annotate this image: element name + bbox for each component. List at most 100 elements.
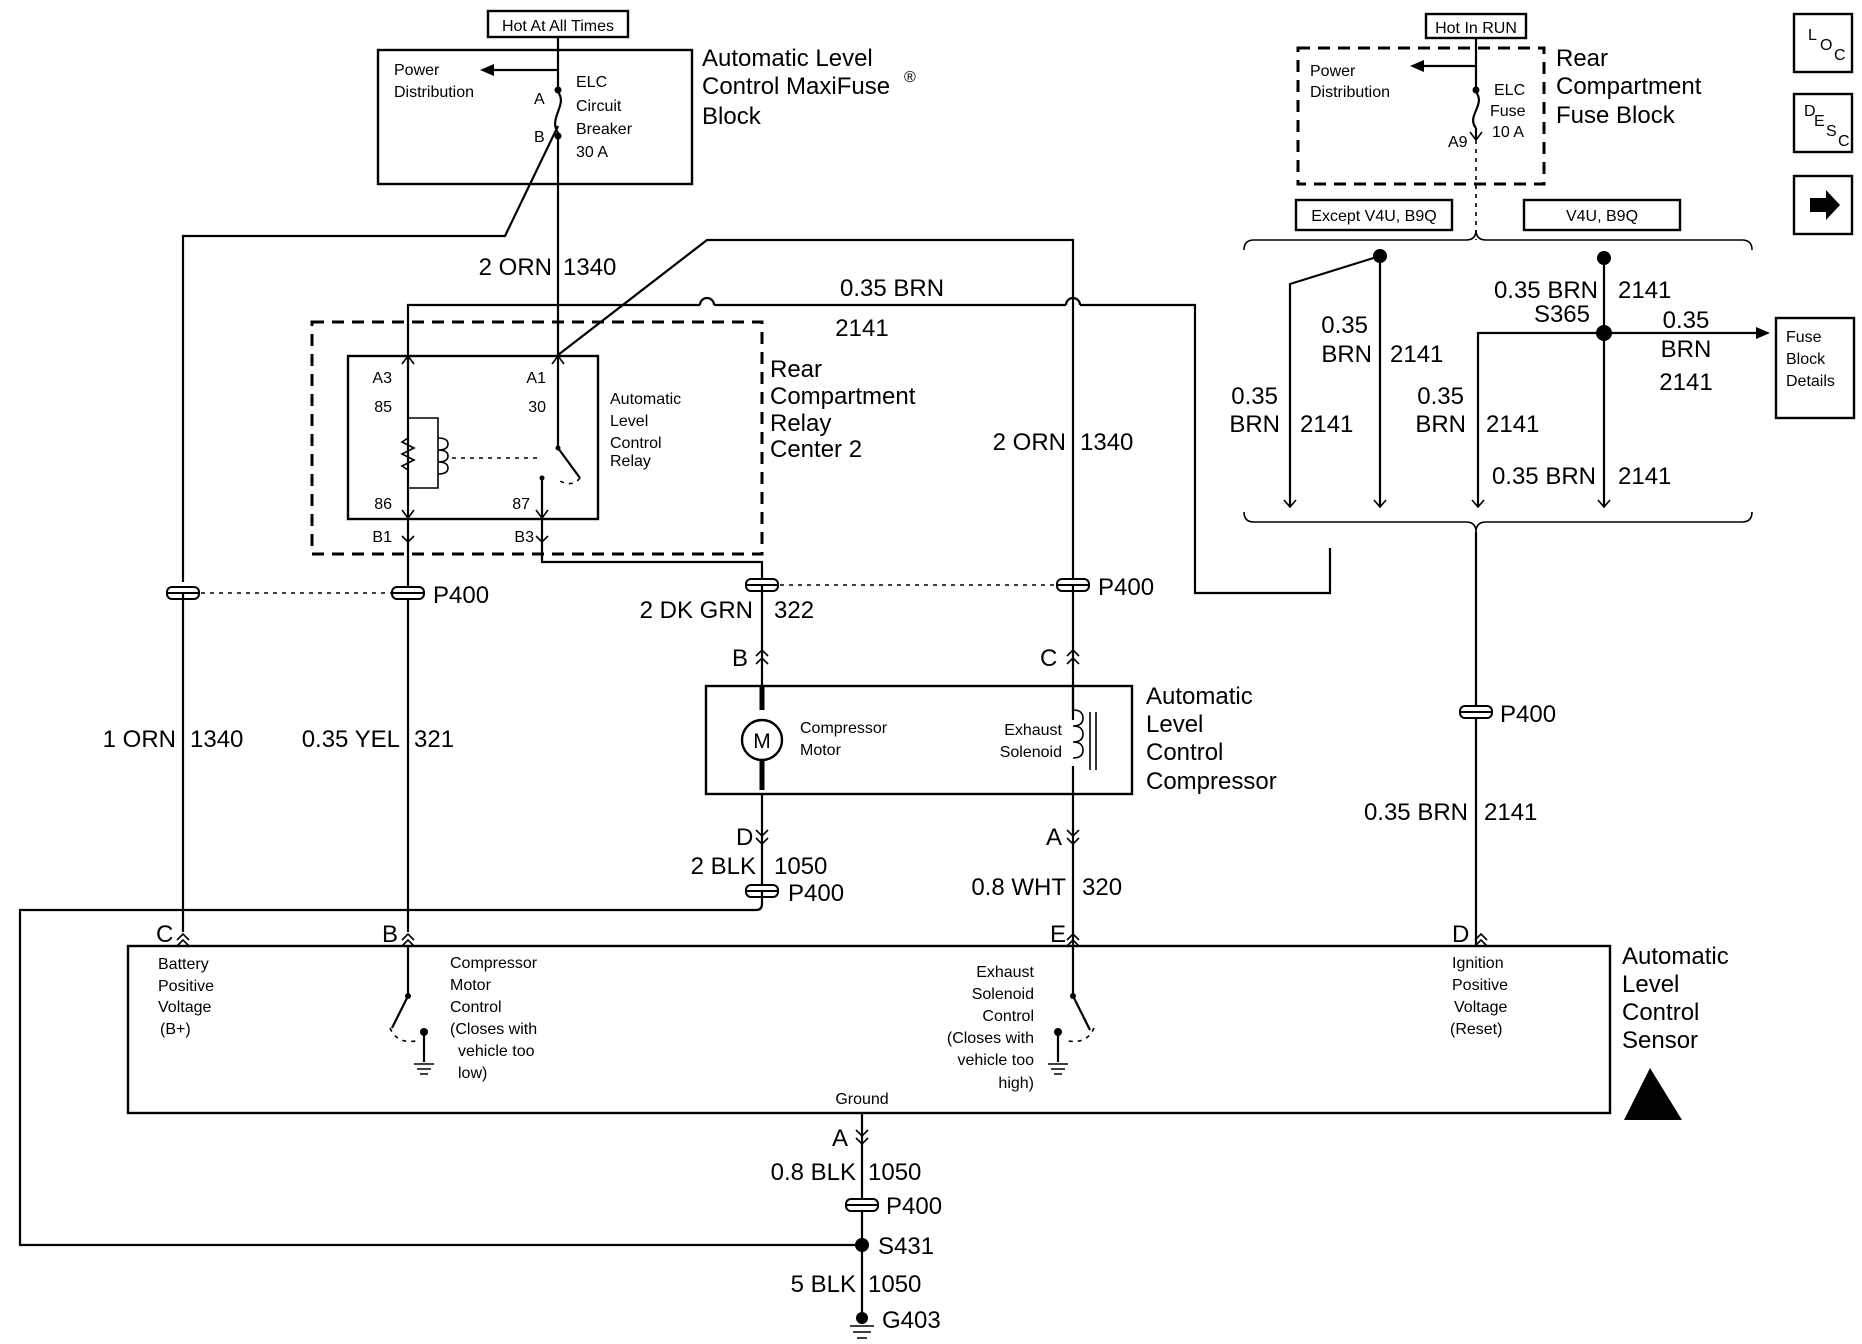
p400-label-5: P400 [1500, 701, 1556, 728]
pin-85: 85 [374, 399, 392, 416]
battery-positive-3: Voltage [158, 999, 211, 1016]
relay-center-title-1: Rear [770, 356, 822, 383]
pin-b-sensor: B [382, 921, 398, 948]
rear-compartment-relay-center: Rear Compartment Relay Center 2 Automati… [310, 320, 916, 556]
pin-30: 30 [528, 399, 546, 416]
pin-b-maxifuse: B [534, 129, 545, 146]
hot-in-run-label: Hot In RUN [1435, 20, 1517, 37]
compressor-control-4: (Closes with [450, 1021, 537, 1038]
compressor-control-5: vehicle too [458, 1043, 535, 1060]
loc-l: L [1808, 27, 1817, 44]
except-v4u-label: Except V4U, B9Q [1311, 208, 1436, 225]
pin-d-compressor: D [736, 824, 753, 851]
compressor-box: M Compressor Motor Exhaust Solenoid Auto… [704, 683, 1277, 796]
splice-s431 [855, 1238, 869, 1252]
pin-a1: A1 [526, 370, 546, 387]
brn-label-b-2: BRN [1229, 411, 1280, 438]
brn-label-b-1: 0.35 [1231, 383, 1278, 410]
v4u-box [1522, 198, 1682, 232]
p400-label-2: P400 [1098, 574, 1154, 601]
compressor-control-6: low) [458, 1065, 487, 1082]
wire-label-2dkgrn: 2 DK GRN [640, 597, 753, 624]
sensor-title-2: Level [1622, 971, 1679, 998]
p400-label-3: P400 [788, 880, 844, 907]
fuse-block-details-1: Fuse [1786, 329, 1822, 346]
maxifuse-title-3: Block [702, 103, 762, 130]
s431-label: S431 [878, 1233, 934, 1260]
c2141-label-b: 2141 [1300, 411, 1353, 438]
brn-label-c: 0.35 BRN [1494, 277, 1598, 304]
relay-name-3: Control [610, 435, 662, 452]
pin-c-sensor: C [156, 921, 173, 948]
desc-button[interactable]: D E S C [1792, 92, 1854, 154]
esd-warning-icon [1624, 1068, 1682, 1120]
p400-label-1: P400 [433, 582, 489, 609]
pin-a-sensor: A [832, 1125, 848, 1152]
wire-label-321: 321 [414, 726, 454, 753]
except-v4u-box [1294, 198, 1454, 232]
ground-g403-icon [850, 1325, 874, 1339]
ignition-positive-2: Positive [1452, 977, 1508, 994]
elc-fuse-1: ELC [1494, 82, 1525, 99]
maxifuse-block: Hot At All Times Power Distribution A B … [376, 9, 916, 186]
pin-e-sensor: E [1050, 921, 1066, 948]
wire-label-2orn-top: 2 ORN [479, 254, 552, 281]
level-sensor-box: C B E D Battery Positive Voltage (B+) Co… [126, 921, 1729, 1120]
hot-at-all-times-label: Hot At All Times [502, 18, 614, 35]
ground-label: Ground [835, 1091, 888, 1108]
registered-mark: ® [904, 69, 916, 86]
pin-b1: B1 [372, 529, 392, 546]
maxifuse-title-2: Control MaxiFuse [702, 73, 890, 100]
ignition-positive-3: Voltage [1454, 999, 1507, 1016]
elc-cb-label-1: ELC [576, 74, 607, 91]
sensor-title-1: Automatic [1622, 943, 1729, 970]
motor-symbol: M [753, 730, 771, 753]
sensor-title-3: Control [1622, 999, 1699, 1026]
rear-fuse-title-1: Rear [1556, 45, 1608, 72]
arrow-right-icon [1810, 190, 1840, 220]
c2141-label-c: 2141 [1618, 277, 1671, 304]
ground-icon-1 [414, 1063, 434, 1075]
s365-label: S365 [1534, 301, 1590, 328]
wire-label-1340-left: 1340 [190, 726, 243, 753]
pin-86: 86 [374, 496, 392, 513]
wire-label-1050-bottom: 1050 [868, 1271, 921, 1298]
elc-cb-label-4: 30 A [576, 144, 608, 161]
relay-name-4: Relay [610, 453, 651, 470]
wire-label-08blk: 0.8 BLK [771, 1159, 856, 1186]
exhaust-solenoid-label-2: Solenoid [1000, 744, 1062, 761]
g403-label: G403 [882, 1307, 941, 1334]
wire-label-320: 320 [1082, 874, 1122, 901]
compressor-control-1: Compressor [450, 955, 538, 972]
brn-label-a-2: BRN [1321, 341, 1372, 368]
pin-c-compressor: C [1040, 645, 1057, 672]
compressor-title-1: Automatic [1146, 683, 1253, 710]
pin-87: 87 [512, 496, 530, 513]
ground-icon-2 [1048, 1063, 1068, 1075]
wire-label-1050-compressor: 1050 [774, 853, 827, 880]
pin-a3: A3 [372, 370, 392, 387]
next-page-button[interactable] [1792, 174, 1854, 236]
wire-label-1340-right: 1340 [1080, 429, 1133, 456]
exhaust-solenoid-label-1: Exhaust [1004, 722, 1062, 739]
compressor-control-3: Control [450, 999, 502, 1016]
wire-label-322: 322 [774, 597, 814, 624]
exhaust-control-2: Solenoid [972, 986, 1034, 1003]
c2141-label-d: 2141 [1659, 369, 1712, 396]
fuse-power-distribution-2: Distribution [1310, 84, 1390, 101]
c2141-label-f: 2141 [1618, 463, 1671, 490]
battery-positive-1: Battery [158, 956, 209, 973]
fuse-block-details-2: Block [1786, 351, 1826, 368]
compressor-title-4: Compressor [1146, 768, 1277, 795]
wire-label-1340-top: 1340 [563, 254, 616, 281]
relay-name-1: Automatic [610, 391, 681, 408]
exhaust-control-1: Exhaust [976, 964, 1034, 981]
wire-label-2141-bus: 2141 [835, 315, 888, 342]
pin-d-sensor: D [1452, 921, 1469, 948]
exhaust-control-5: vehicle too [958, 1052, 1035, 1069]
battery-positive-4: (B+) [160, 1021, 191, 1038]
loc-button[interactable]: L O C [1792, 12, 1854, 74]
power-distribution-label-1: Power [394, 62, 440, 79]
rear-fuse-block: Hot In RUN Power Distribution ELC Fuse 1… [1296, 12, 1702, 240]
pin-a-compressor: A [1046, 824, 1062, 851]
